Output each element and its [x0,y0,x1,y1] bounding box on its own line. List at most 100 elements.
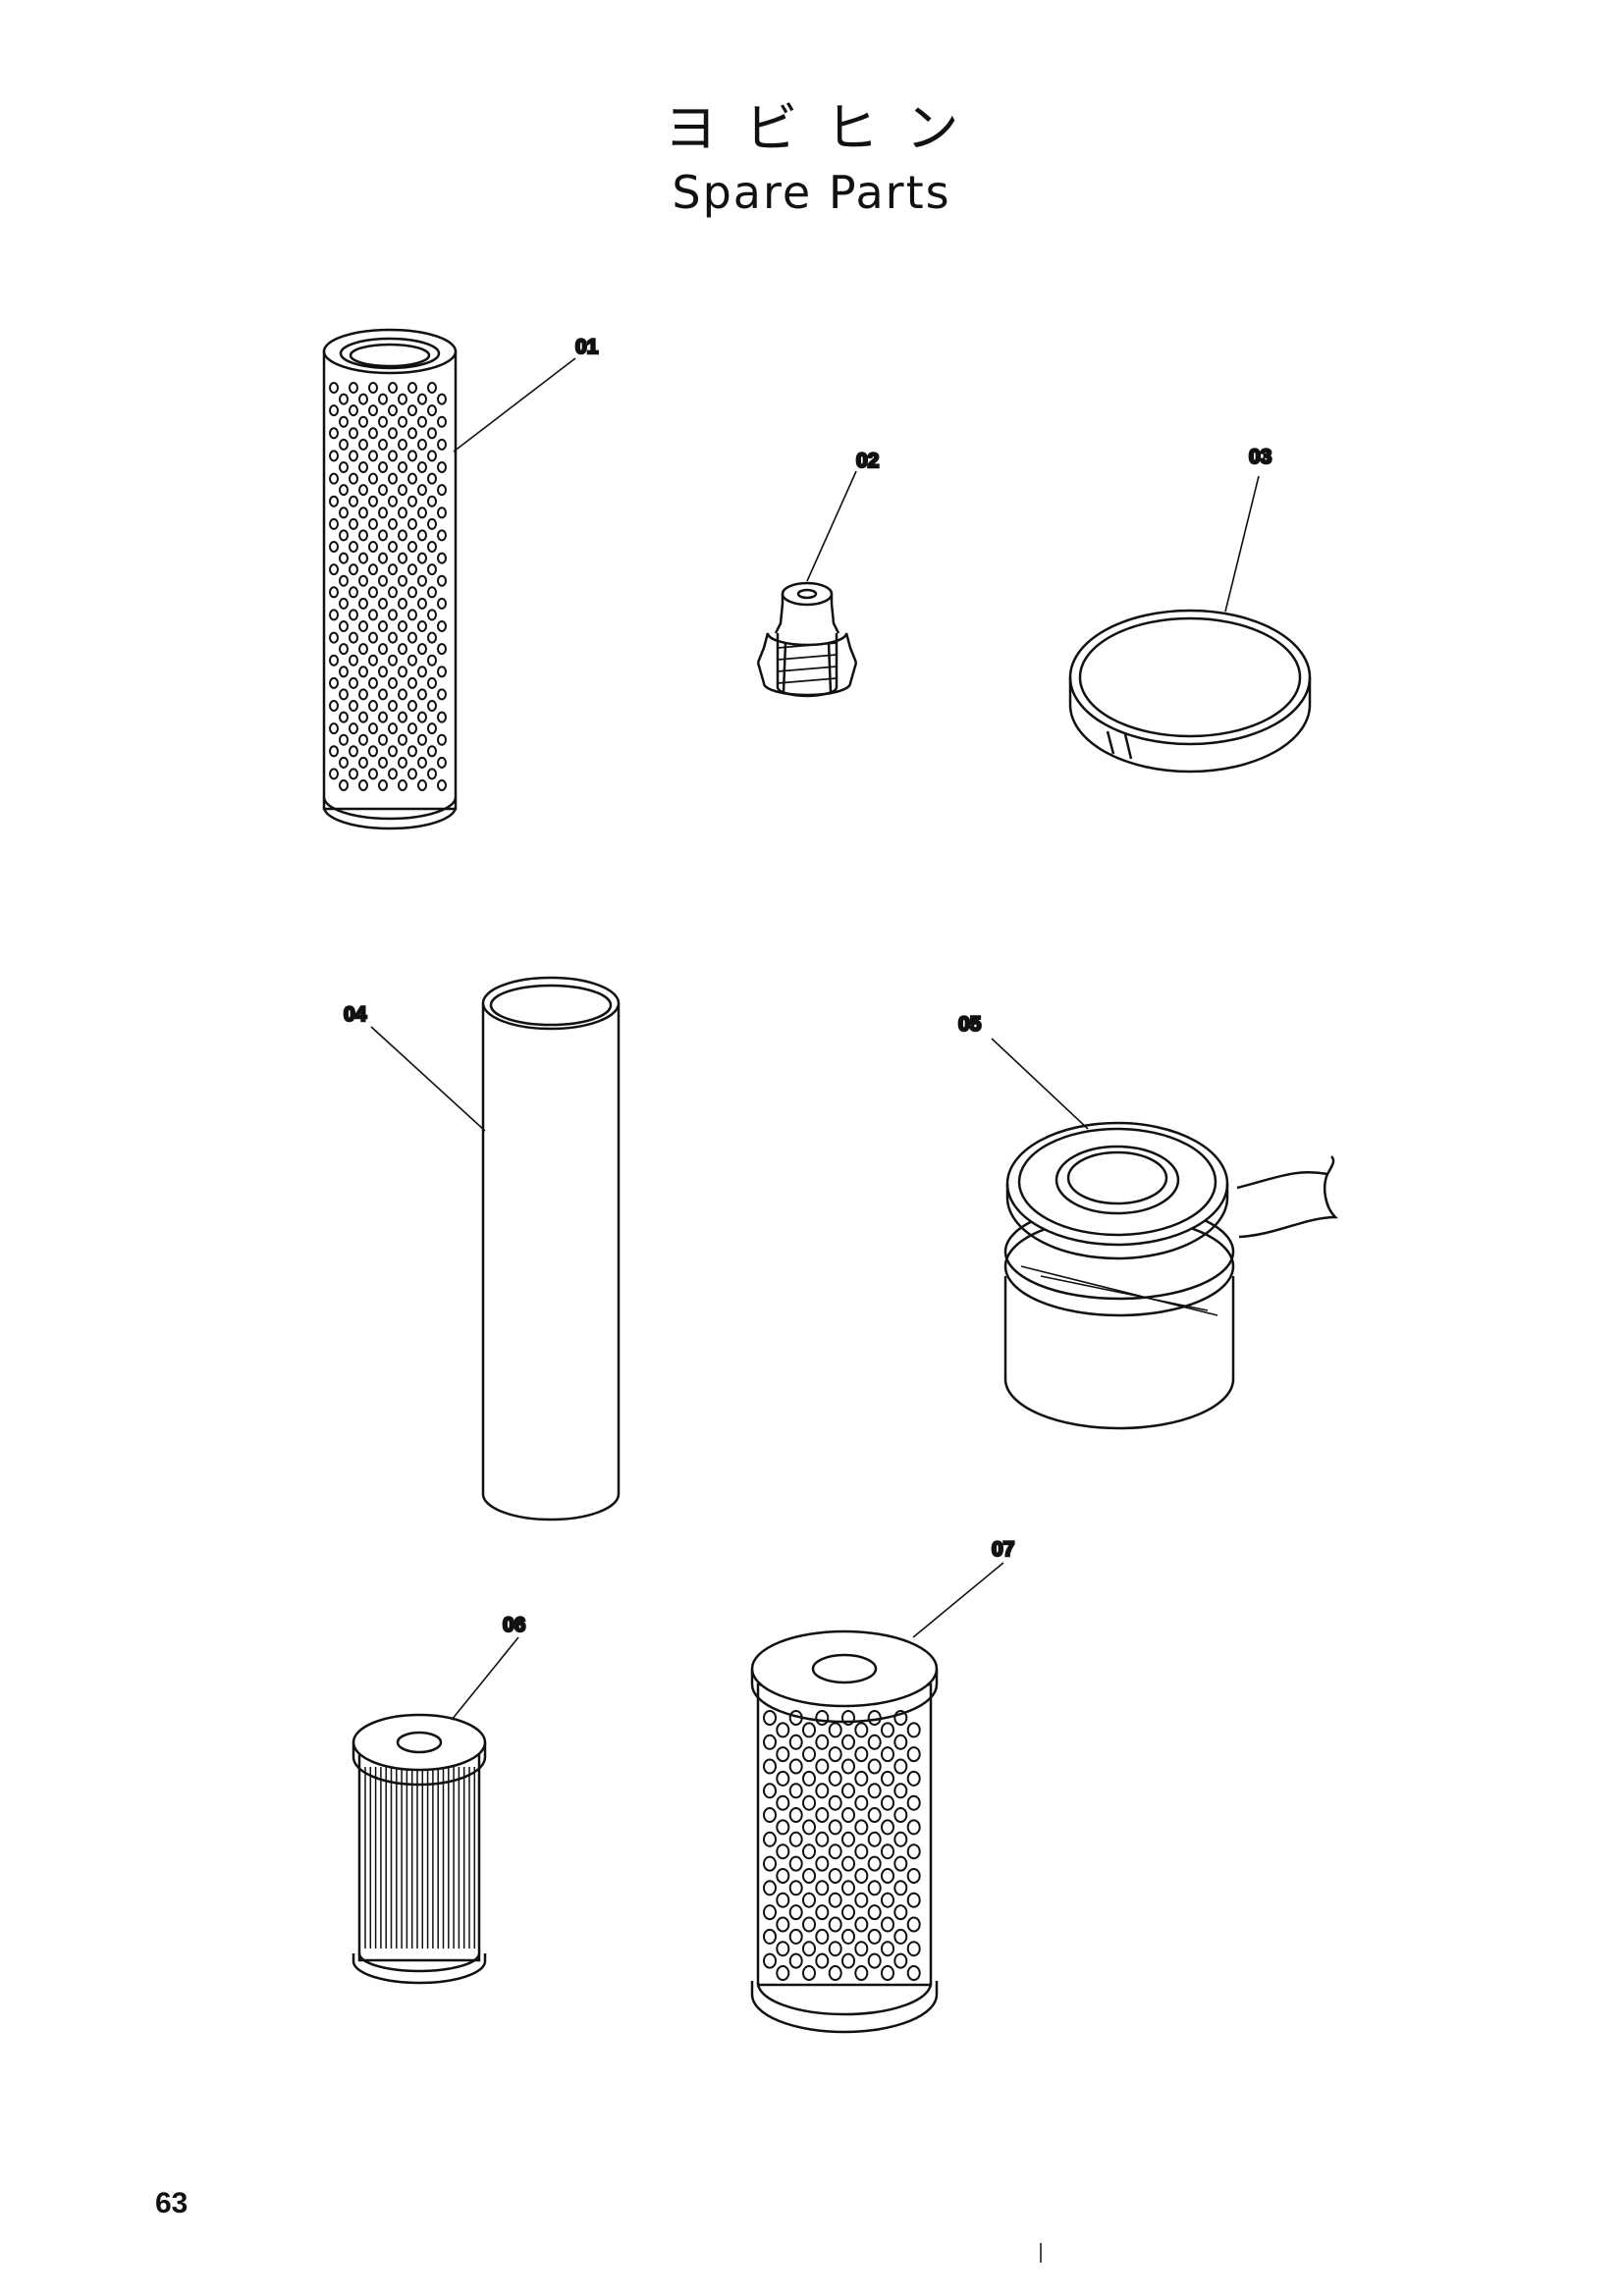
perforation-hole [358,529,368,542]
perforation-hole [407,427,417,440]
perforation-hole [437,779,447,791]
perforation-hole [329,472,339,485]
perforation-hole [417,507,427,519]
perforation-hole [398,666,407,678]
perforation-hole [906,1819,921,1836]
perforation-hole [437,461,447,473]
perforation-hole [893,1734,908,1750]
perforation-hole [388,631,398,644]
perforation-hole [828,1843,842,1860]
perforation-hole [417,688,427,701]
perforation-hole [368,563,378,576]
perforation-hole [815,1758,830,1775]
perforation-hole [437,643,447,656]
perforation-hole [368,654,378,667]
perforation-hole [776,1965,790,1981]
perforation-hole [763,1904,777,1921]
perforation-hole [763,1734,777,1750]
part-05-seal-kit-icon [991,1038,1339,1430]
perforation-hole [867,1928,882,1945]
perforation-hole [407,563,417,576]
perforation-hole [329,563,339,576]
perforation-hole [339,484,349,497]
perforation-hole [854,1892,869,1908]
perforation-hole [378,415,388,428]
perforation-hole [417,756,427,769]
perforation-hole [349,722,358,735]
perforation-hole [349,404,358,417]
perforation-hole [815,1807,830,1823]
perforation-hole [437,574,447,587]
perforation-hole [854,1746,869,1763]
perforation-hole [378,393,388,405]
perforation-hole [802,1916,816,1933]
perforation-hole [349,541,358,553]
perforation-hole [881,1794,894,1811]
perforation-hole [339,507,349,519]
perforation-hole [802,1965,816,1981]
perforation-hole [368,450,378,462]
perforation-hole [339,393,349,405]
perforation-hole [339,666,349,678]
perforation-hole [349,700,358,712]
perforation-hole [763,1710,777,1726]
perforation-hole [388,700,398,712]
perforation-hole [776,1819,790,1836]
perforation-hole [815,1928,830,1945]
perforation-hole [349,472,358,485]
perforation-hole [776,1746,790,1763]
perforation-hole [893,1952,908,1969]
perforation-hole [893,1783,908,1799]
perforation-hole [802,1746,816,1763]
perforation-hole [854,1941,869,1957]
perforation-hole [368,700,378,712]
perforation-hole [788,1880,803,1896]
perforation-hole [841,1952,855,1969]
perforation-hole [854,1965,869,1981]
perforation-hole [815,1904,830,1921]
perforation-hole [329,450,339,462]
perforation-hole [841,1758,855,1775]
perforation-hole [788,1952,803,1969]
perforation-hole [358,666,368,678]
perforation-hole [358,484,368,497]
perforation-hole [358,643,368,656]
perforation-hole [329,676,339,689]
perforation-hole [398,779,407,791]
perforation-hole [417,529,427,542]
perforation-hole [349,654,358,667]
perforation-hole [437,688,447,701]
perforation-hole [815,1734,830,1750]
perforation-hole [388,472,398,485]
perforation-hole [788,1758,803,1775]
perforation-hole [417,597,427,610]
perforation-hole [828,1868,842,1884]
perforation-hole [388,427,398,440]
perforation-hole [776,1892,790,1908]
perforation-hole [349,586,358,599]
perforation-hole [329,586,339,599]
perforation-hole [763,1831,777,1847]
perforation-hole [427,768,437,780]
perforation-hole [815,1952,830,1969]
perforation-hole [437,415,447,428]
page-number: 63 [155,2187,189,2219]
perforation-hole [828,1892,842,1908]
perforation-hole [329,700,339,712]
perforation-hole [407,472,417,485]
perforation-hole [881,1843,894,1860]
perforation-hole [828,1916,842,1933]
perforation-hole [437,438,447,451]
perforation-hole [407,654,417,667]
part-06-pleated-filter-icon [352,1636,519,1985]
perforation-hole [776,1868,790,1884]
perforation-hole [427,676,437,689]
perforation-hole [841,1710,855,1726]
perforation-hole [437,597,447,610]
perforation-hole [358,620,368,632]
perforation-hole [349,768,358,780]
perforation-hole [854,1916,869,1933]
perforation-hole [339,552,349,564]
perforation-hole [437,711,447,723]
perforation-hole [427,541,437,553]
